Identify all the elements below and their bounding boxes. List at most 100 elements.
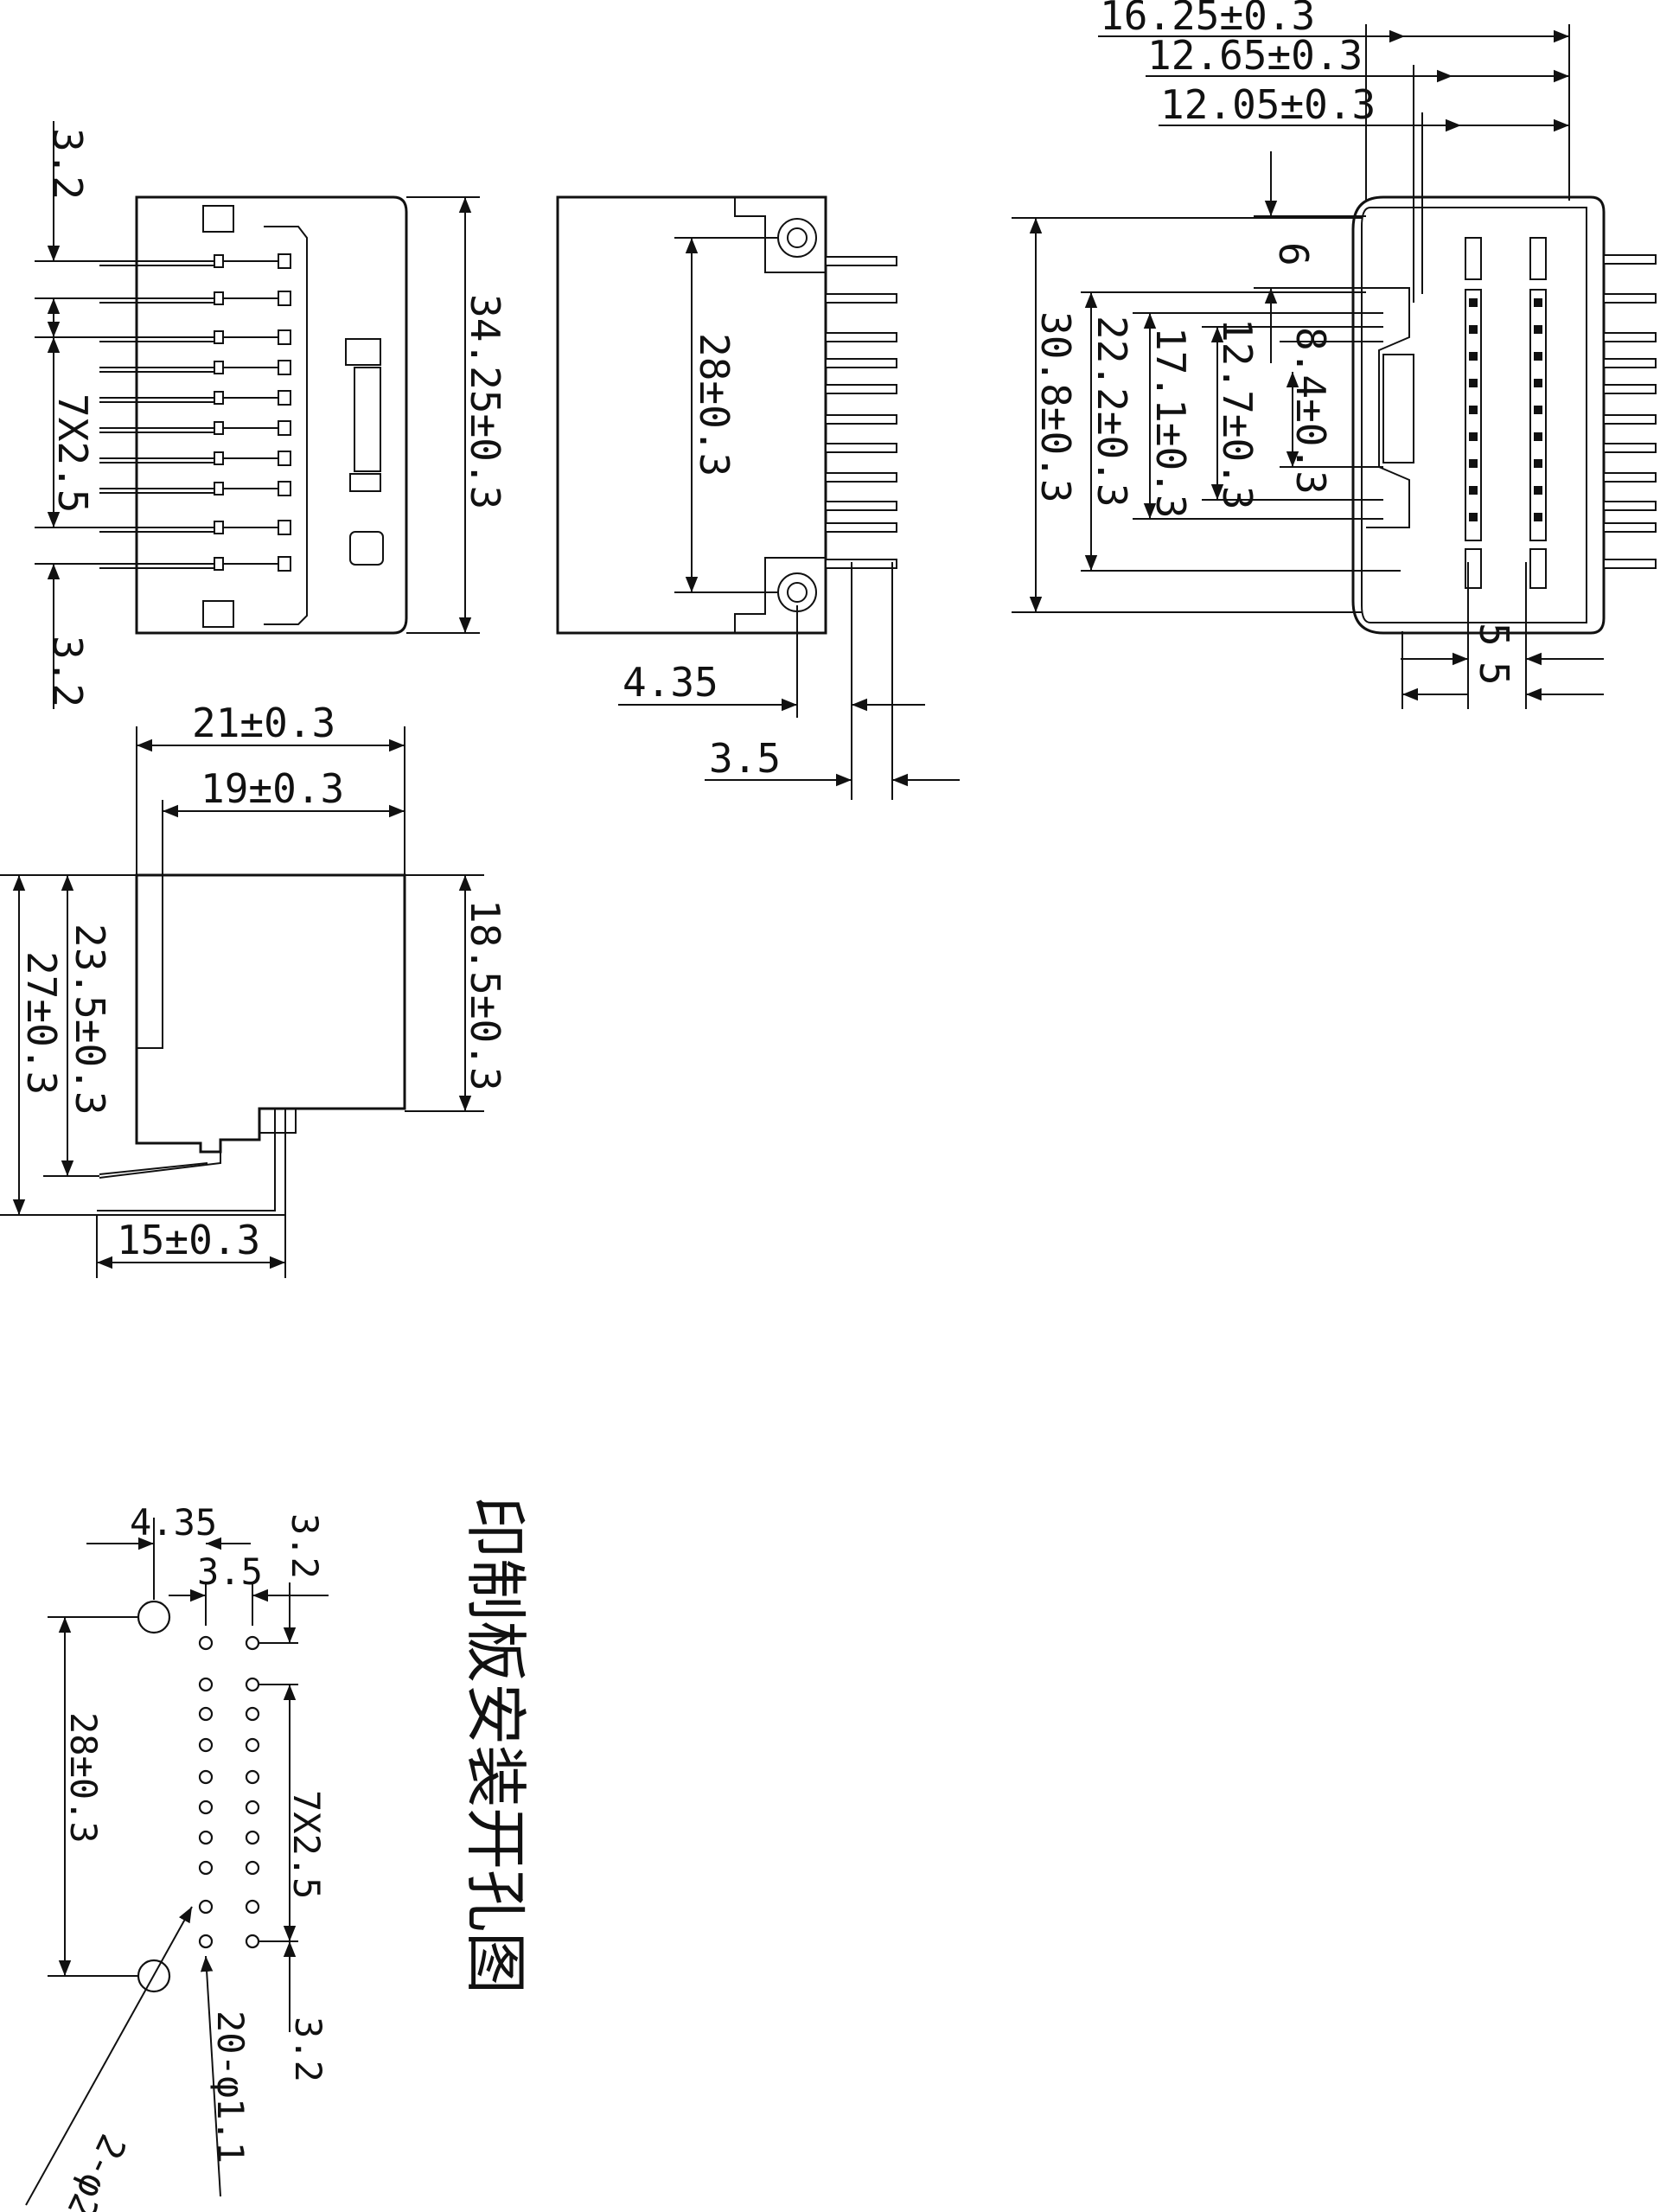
top-view-body	[135, 195, 408, 635]
top-view-pin-contact	[214, 482, 224, 495]
top-pitch-mid-label: 7X2.5	[49, 393, 96, 513]
top-view-pin-contact	[214, 391, 224, 405]
pcb-pitch-bottom-label: 3.2	[287, 2017, 329, 2082]
pcb-pin-hole	[198, 1899, 214, 1915]
pcb-pin-hole	[245, 1635, 260, 1651]
pcb-pin-hole	[245, 1737, 260, 1753]
pcb-pin-holes	[198, 1635, 260, 1949]
pcb-pin-hole	[198, 1934, 214, 1949]
pcb-pin-hole	[245, 1677, 260, 1692]
front-view: 16.25±0.3 12.65±0.3 12.05±0.3 6 30.8±0.3…	[1012, 0, 1657, 709]
front-contact-rows	[1465, 237, 1547, 589]
top-view-pin-contact	[214, 521, 224, 534]
top-view-latch	[202, 600, 234, 628]
front-width-total-label: 16.25±0.3	[1100, 0, 1315, 39]
pcb-span-label: 28±0.3	[62, 1712, 105, 1844]
pcb-pin-hole	[198, 1860, 214, 1876]
front-width-mid-label: 12.65±0.3	[1147, 32, 1363, 79]
pcb-pin-hole	[245, 1934, 260, 1949]
pcb-layout: 4.35 3.5 3.2 7X2.5 3.2 28±0.3 20-φ1.1 2-…	[25, 1496, 532, 2212]
side-view-pin	[825, 358, 897, 368]
top-view-pin-contact	[214, 330, 224, 344]
top-view-pin-contact	[214, 254, 224, 268]
top-view-pin-contact	[214, 361, 224, 374]
pcb-offset-b-label: 3.5	[197, 1550, 263, 1593]
pcb-pin-hole	[198, 1635, 214, 1651]
top-view-pin-contact	[214, 421, 224, 435]
side-view-body	[556, 195, 827, 635]
front-key-slot	[1382, 354, 1414, 463]
pcb-mount-holes-label: 2-φ2.5	[41, 2128, 135, 2212]
top-view: 3.2 7X2.5 3.2 34.25±0.3	[35, 121, 508, 709]
front-dim-6-label: 6	[1270, 242, 1317, 266]
side-view: 28±0.3 4.35 3.5	[556, 195, 960, 800]
profile-view: 21±0.3 19±0.3 23.5±0.3 27±0.3 18.5±0.3 1…	[0, 700, 508, 1278]
pcb-pin-hole	[245, 1706, 260, 1722]
front-contact	[1534, 379, 1542, 387]
top-view-pin-contact	[214, 557, 224, 571]
pcb-pitch-mid-label: 7X2.5	[285, 1790, 328, 1899]
top-view-pin-tip	[278, 360, 291, 375]
front-contact	[1469, 432, 1478, 441]
front-view-pin	[1603, 559, 1657, 569]
front-contact	[1534, 298, 1542, 307]
front-view-pin	[1603, 443, 1657, 453]
front-pins	[1603, 254, 1657, 569]
top-view-pin-tip	[278, 520, 291, 535]
top-view-key	[345, 338, 381, 366]
pcb-pin-hole	[198, 1800, 214, 1815]
front-view-body	[1351, 195, 1606, 635]
front-view-pin	[1603, 472, 1657, 483]
front-contact	[1534, 352, 1542, 361]
pcb-pin-hole	[198, 1769, 214, 1785]
side-offset-b-label: 3.5	[709, 735, 781, 782]
front-contact	[1469, 406, 1478, 414]
front-contact-slot	[1465, 237, 1482, 280]
front-contact	[1469, 325, 1478, 334]
top-view-square-mark	[349, 531, 384, 566]
front-contact	[1469, 459, 1478, 468]
front-view-pin	[1603, 522, 1657, 533]
top-view-pin-tip	[278, 329, 291, 345]
front-height-22-label: 22.2±0.3	[1089, 316, 1135, 508]
front-contact	[1534, 325, 1542, 334]
front-contact	[1469, 298, 1478, 307]
top-view-pin-tip	[278, 451, 291, 466]
pcb-pin-hole	[245, 1769, 260, 1785]
side-view-pin	[825, 332, 897, 342]
profile-h27-label: 27±0.3	[18, 951, 65, 1095]
front-view-pin	[1603, 293, 1657, 304]
side-view-pins	[825, 256, 897, 569]
profile-h23-label: 23.5±0.3	[67, 924, 113, 1116]
front-contact	[1469, 352, 1478, 361]
pcb-pin-hole	[198, 1737, 214, 1753]
profile-w21-label: 21±0.3	[192, 700, 335, 746]
front-contact	[1534, 406, 1542, 414]
pcb-pin-hole	[245, 1899, 260, 1915]
front-view-pin	[1603, 501, 1657, 511]
pcb-offset-a-label: 4.35	[130, 1501, 217, 1544]
side-view-pin	[825, 559, 897, 569]
pcb-pin-hole	[245, 1860, 260, 1876]
side-view-pin	[825, 384, 897, 394]
pcb-mount-hole-top	[137, 1600, 171, 1634]
pcb-pin-holes-label: 20-φ1.1	[209, 2011, 252, 2164]
front-height-12-label: 12.7±0.3	[1214, 318, 1261, 510]
pcb-pin-hole	[198, 1830, 214, 1845]
side-view-pin	[825, 443, 897, 453]
side-view-pin	[825, 256, 897, 266]
side-view-pin	[825, 472, 897, 483]
front-height-8-label: 8.4±0.3	[1287, 327, 1334, 495]
top-view-pin-tip	[278, 291, 291, 306]
top-view-pin-rows	[99, 253, 291, 572]
top-view-pin-tip	[278, 481, 291, 496]
top-view-pin-contact	[214, 291, 224, 305]
front-contact-slot	[1465, 548, 1482, 589]
pcb-pin-hole	[245, 1800, 260, 1815]
front-contact	[1534, 486, 1542, 495]
front-contact	[1469, 486, 1478, 495]
front-view-pin	[1603, 384, 1657, 394]
front-contact	[1534, 432, 1542, 441]
profile-h18-label: 18.5±0.3	[462, 899, 508, 1091]
front-view-pin	[1603, 332, 1657, 342]
